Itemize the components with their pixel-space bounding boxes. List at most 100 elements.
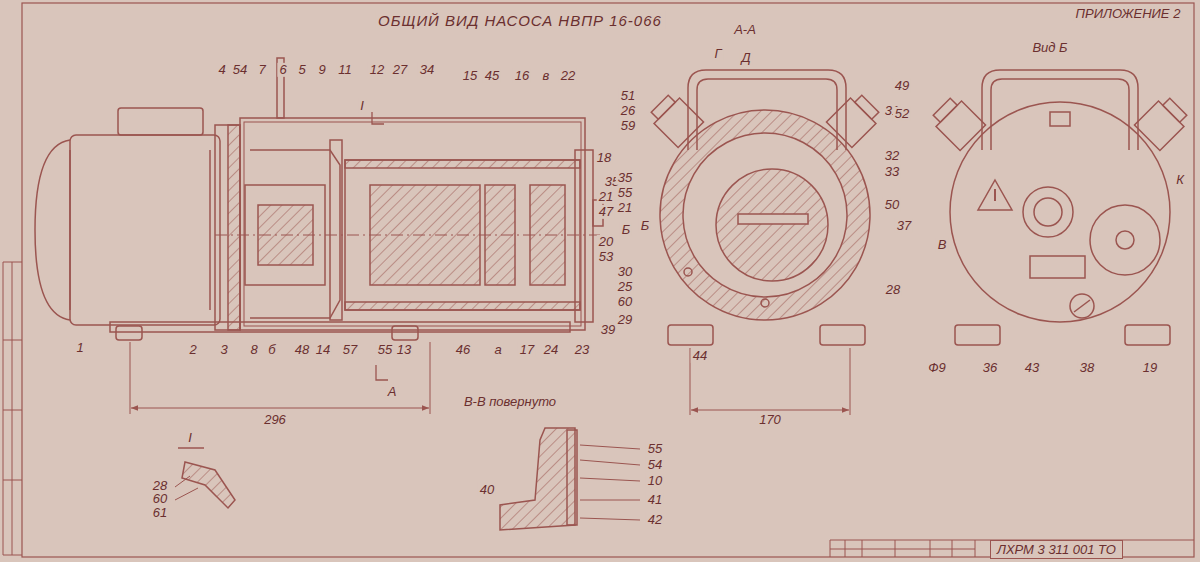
view-label: в <box>541 69 552 83</box>
callout-number: 61 <box>151 506 169 520</box>
view-label: ПРИЛОЖЕНИЕ 2 <box>1074 7 1183 21</box>
callout-number: 55 <box>616 186 634 200</box>
flange <box>215 125 240 330</box>
title-block-cell: ЛХРМ 3 311 001 ТО <box>990 540 1123 559</box>
callout-number: 39 <box>599 323 617 337</box>
callout-number: 2 <box>187 343 198 357</box>
callout-number: 54 <box>231 63 249 77</box>
callout-number: 28 <box>884 283 902 297</box>
view-label: В-В повернуто <box>462 395 558 409</box>
view-label: К <box>1174 173 1186 187</box>
callout-number: 7 <box>256 63 267 77</box>
drawing-designation: ЛХРМ 3 311 001 ТО <box>997 543 1116 557</box>
callout-number: 11 <box>336 63 354 77</box>
view-label: Г <box>712 47 723 61</box>
callout-number: 40 <box>478 483 496 497</box>
base-rail <box>110 322 570 340</box>
callout-number: 296 <box>262 413 288 427</box>
detail-i <box>175 448 235 508</box>
callout-number: 46 <box>454 343 472 357</box>
callout-number: 21 <box>597 190 615 204</box>
title-block-lines <box>830 540 1194 557</box>
view-label: А <box>386 385 399 399</box>
callout-number: 9 <box>316 63 327 77</box>
callout-number: 57 <box>341 343 359 357</box>
callout-number: 42 <box>646 513 664 527</box>
callout-number: 22 <box>559 69 577 83</box>
view-label: I <box>358 99 366 113</box>
callout-number: 49 <box>893 79 911 93</box>
drawing-title: ОБЩИЙ ВИД НАСОСА НВПР 16-066 <box>375 12 665 29</box>
callout-number: 35 <box>616 171 634 185</box>
callout-number: 24 <box>542 343 560 357</box>
motor <box>35 108 220 325</box>
view-label: Д <box>739 51 752 65</box>
sheet-frame <box>22 3 1194 557</box>
callout-number: 32 <box>883 149 901 163</box>
callout-number: 44 <box>691 349 709 363</box>
callout-number: 34 <box>418 63 436 77</box>
callout-number: 59 <box>619 119 637 133</box>
callout-number: 4 <box>216 63 227 77</box>
callout-number: 45 <box>483 69 501 83</box>
callout-number: 38 <box>1078 361 1096 375</box>
callout-number: 36 <box>981 361 999 375</box>
callout-number: 48 <box>293 343 311 357</box>
view-label: В <box>936 238 949 252</box>
callout-number: 16 <box>513 69 531 83</box>
callout-number: 21 <box>616 201 634 215</box>
callout-number: 23 <box>573 343 591 357</box>
callout-number: 10 <box>646 474 664 488</box>
detail-b-b <box>500 428 640 530</box>
callout-number: 8 <box>248 343 259 357</box>
callout-number: 25 <box>616 280 634 294</box>
callout-number: 17 <box>518 343 536 357</box>
stamp-columns <box>3 262 22 555</box>
callout-number: 19 <box>1141 361 1159 375</box>
callout-number: 29 <box>616 313 634 327</box>
callout-number: 50 <box>883 198 901 212</box>
callout-number: 26 <box>619 104 637 118</box>
pump-housing <box>215 58 603 330</box>
callout-number: 5 <box>296 63 307 77</box>
callout-number: 33 <box>883 165 901 179</box>
callout-number: 20 <box>597 235 615 249</box>
callout-number: 12 <box>368 63 386 77</box>
callout-number: 60 <box>151 492 169 506</box>
callout-number: 55 <box>646 442 664 456</box>
callout-number: 60 <box>616 295 634 309</box>
dimension-296 <box>130 342 430 414</box>
callout-number: 15 <box>461 69 479 83</box>
callout-number: 41 <box>646 493 664 507</box>
view-label: I <box>186 431 194 445</box>
callout-number: 27 <box>391 63 409 77</box>
callout-number: 30 <box>616 265 634 279</box>
view-label: б <box>266 343 277 357</box>
callout-number: 3 <box>218 343 229 357</box>
callout-number: 18 <box>595 151 613 165</box>
section-marks <box>372 112 388 380</box>
section-a-a <box>647 70 883 415</box>
view-label: Ф9 <box>926 361 948 375</box>
callout-number: 170 <box>757 413 783 427</box>
callout-number: 14 <box>314 343 332 357</box>
view-label: а <box>492 343 503 357</box>
callout-number: 53 <box>597 250 615 264</box>
view-label: А-А <box>732 23 758 37</box>
callout-number: 6 <box>277 63 288 77</box>
callout-number: 47 <box>597 205 615 219</box>
callout-number: 43 <box>1023 361 1041 375</box>
callout-number: 52 <box>893 107 911 121</box>
view-label: Б <box>620 223 632 237</box>
view-label: Вид Б <box>1030 41 1069 55</box>
callout-number: 13 <box>395 343 413 357</box>
view-label: Б <box>639 219 651 233</box>
callout-number: 54 <box>646 458 664 472</box>
callout-number: 55 <box>376 343 394 357</box>
callout-number: 51 <box>619 89 637 103</box>
callout-number: 1 <box>74 341 85 355</box>
callout-number: 37 <box>895 219 913 233</box>
